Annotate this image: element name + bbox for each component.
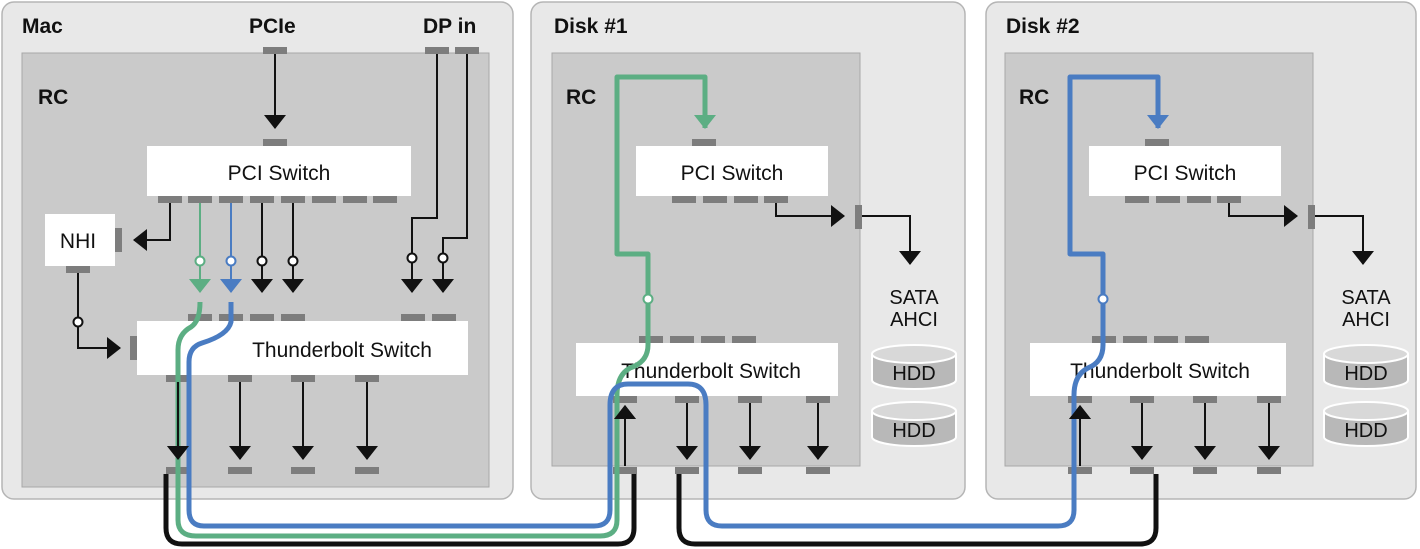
mac-pci-downstream-ports	[158, 196, 397, 203]
disk2-rc-label: RC	[1019, 86, 1049, 109]
disk2-pci-switch	[1089, 146, 1281, 196]
pci-switch-upstream-port	[263, 139, 287, 146]
disk2-sata-label: SATA	[1341, 287, 1391, 309]
blue-data-path	[186, 74, 1161, 529]
nhi-box	[45, 214, 115, 266]
disk2-hdd-1: HDD	[1323, 344, 1409, 390]
disk2-pci-switch-label: PCI Switch	[1134, 162, 1237, 185]
disk2-title: Disk #2	[1006, 15, 1080, 38]
disk2-ahci-label: AHCI	[1342, 309, 1390, 331]
cable-mac-to-disk1	[163, 474, 637, 547]
tb-switch-left-port	[130, 336, 137, 360]
disk1-ahci-label: AHCI	[890, 309, 938, 331]
nhi-port-bottom	[66, 266, 90, 273]
disk2-hdd-2: HDD	[1323, 401, 1409, 447]
disk1-box: Disk #1 RC PCI Switch SATA AHCI HDD HDD	[530, 1, 966, 500]
svg-text:HDD: HDD	[1344, 363, 1387, 385]
cable-disk1-to-disk2	[676, 474, 1159, 547]
pci-to-nhi-arrow	[133, 203, 171, 251]
mac-box: Mac PCIe DP in RC PCI Switch NHI	[1, 1, 514, 500]
mac-title: Mac	[22, 15, 63, 38]
disk1-rc-label: RC	[566, 86, 596, 109]
mac-rc-label: RC	[38, 86, 68, 109]
dp-port-1	[425, 47, 449, 54]
mac-rc-box	[21, 52, 490, 488]
mac-pci-switch	[147, 146, 411, 196]
disk2-sata-port	[1308, 205, 1315, 229]
disk1-thunderbolt-ports	[613, 467, 830, 474]
disk2-box: Disk #2 RC PCI Switch SATA AHCI HDD HDD	[985, 1, 1417, 500]
disk1-sata-port	[855, 205, 862, 229]
disk1-hdd-1: HDD	[871, 344, 957, 390]
disk1-pci-switch	[636, 146, 828, 196]
svg-text:HDD: HDD	[1344, 420, 1387, 442]
disk2-tb-switch-label: Thunderbolt Switch	[1070, 360, 1250, 383]
disk2-thunderbolt-ports	[1068, 467, 1281, 474]
green-data-path	[175, 74, 708, 539]
disk1-hdd-2: HDD	[871, 401, 957, 447]
dp-in-label: DP in	[423, 15, 476, 38]
disk1-tb-switch-label: Thunderbolt Switch	[621, 360, 801, 383]
nhi-label: NHI	[60, 230, 96, 253]
nhi-port-right	[115, 228, 122, 252]
mac-tb-switch-label: Thunderbolt Switch	[252, 339, 432, 362]
svg-text:HDD: HDD	[892, 363, 935, 385]
svg-text:HDD: HDD	[892, 420, 935, 442]
pcie-label: PCIe	[249, 15, 296, 38]
dp-port-2	[455, 47, 479, 54]
nhi-to-tb-arrow	[77, 273, 121, 359]
pcie-port	[263, 47, 287, 54]
disk1-pci-switch-label: PCI Switch	[681, 162, 784, 185]
disk1-title: Disk #1	[554, 15, 628, 38]
mac-pci-switch-label: PCI Switch	[228, 162, 331, 185]
disk1-sata-label: SATA	[889, 287, 939, 309]
